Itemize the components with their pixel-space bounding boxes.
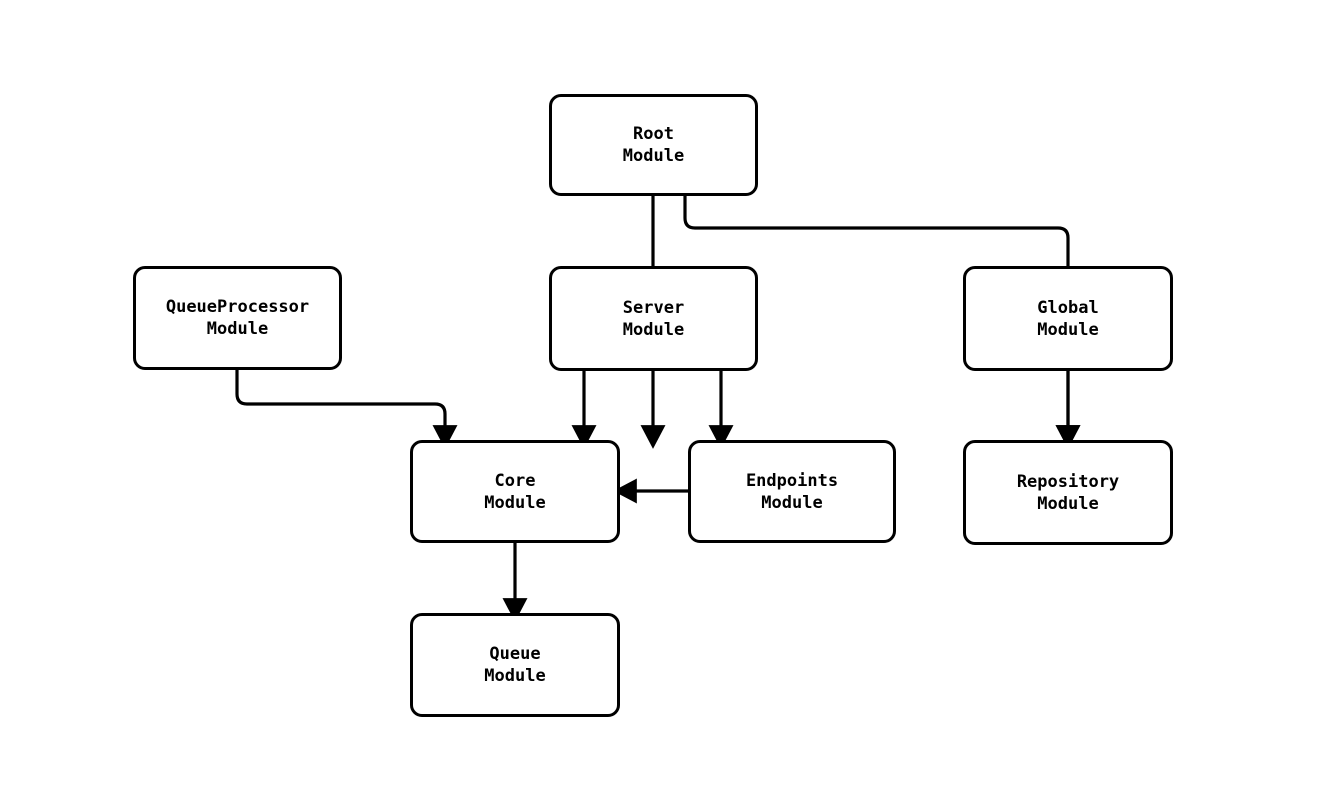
node-core[interactable]: Core Module [410, 440, 620, 543]
node-queue[interactable]: Queue Module [410, 613, 620, 717]
node-server[interactable]: Server Module [549, 266, 758, 371]
edge-root-global [683, 196, 1081, 449]
node-label-global: Global Module [1037, 297, 1099, 340]
node-label-queue: Queue Module [484, 644, 546, 686]
edges-group [235, 196, 1081, 622]
node-endpoints[interactable]: Endpoints Module [688, 440, 896, 543]
node-repository[interactable]: Repository Module [963, 440, 1173, 545]
edge-queueprocessor-core [235, 370, 458, 449]
node-label-server: Server Module [622, 297, 685, 340]
node-root[interactable]: Root Module [549, 94, 758, 196]
node-label-root: Root Module [622, 124, 685, 166]
node-queueprocessor[interactable]: QueueProcessor Module [133, 266, 342, 370]
node-label-core: Core Module [484, 470, 546, 513]
node-label-queueprocessor: QueueProcessor Module [165, 297, 310, 339]
node-label-endpoints: Endpoints Module [745, 470, 839, 513]
node-label-repository: Repository Module [1016, 471, 1120, 514]
node-global[interactable]: Global Module [963, 266, 1173, 371]
